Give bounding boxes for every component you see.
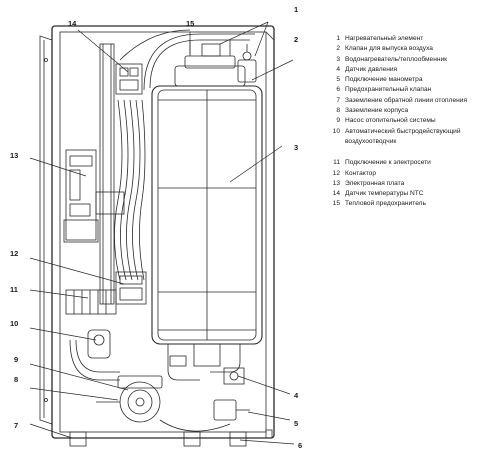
callouts: 1 2 3 4 5 6 7 8 9 10 11 12 13 14 15 (10, 5, 302, 450)
legend-item-number: 6 (336, 86, 340, 94)
legend-item: 14 Датчик температуры NTC (330, 189, 498, 199)
power-terminal-block (65, 289, 117, 315)
legend-item-number: 10 (332, 127, 340, 135)
legend-item-text: Датчик давления (345, 65, 398, 73)
legend-item-text: Клапан для выпуска воздуха (345, 45, 433, 53)
callout-13: 13 (10, 151, 18, 160)
legend-item: 6 Предохранительный клапан (330, 85, 498, 95)
legend-item-number: 3 (336, 55, 340, 63)
legend-item-text: Заземление обратной линии отопления (345, 96, 468, 104)
heating-element-flange (174, 40, 246, 87)
legend-item-number: 14 (332, 190, 340, 198)
air-vent-valve (237, 44, 257, 83)
contactor (115, 271, 147, 305)
legend-item: 4 Датчик давления (330, 65, 498, 75)
legend-item-number: 9 (336, 117, 340, 125)
legend-item: 7 Заземление обратной линии отопления (330, 96, 498, 106)
legend-item: 11 Подключение к электросети (330, 158, 498, 168)
callout-14: 14 (68, 19, 77, 28)
callout-10: 10 (10, 319, 18, 328)
legend-item: 12 Контактор (330, 169, 498, 179)
legend-item: 8 Заземление корпуса (330, 106, 498, 116)
legend-item-text: Подключение к электросети (345, 159, 431, 167)
legend-item: 3 Водонагреватель/теплообменник (330, 55, 498, 65)
callout-8: 8 (14, 375, 18, 384)
heat-exchanger-tank (151, 85, 263, 345)
legend-item: 10 Автоматический быстродействующий возду… (330, 127, 498, 148)
legend-item-text: Подключение манометра (345, 76, 423, 84)
legend-item: 15 Тепловой предохранитель (330, 199, 498, 209)
safety-valve (213, 399, 250, 421)
boiler-casing (39, 25, 275, 439)
legend-item-text: Датчик температуры NTC (345, 190, 424, 198)
legend-item-text: Автоматический быстродействующий воздухо… (345, 127, 461, 145)
top-pipes (119, 29, 255, 91)
legend-item-number: 15 (332, 200, 340, 208)
temperature-sensor-block (115, 63, 143, 95)
legend-item-text: Водонагреватель/теплообменник (345, 55, 448, 63)
cable-bundle (114, 99, 146, 281)
legend-item-number: 13 (332, 179, 340, 187)
callout-2: 2 (294, 35, 298, 44)
legend-item-number: 1 (336, 35, 340, 42)
legend-item-text: Контактор (345, 169, 377, 177)
legend: 1 Нагревательный элемент 2 Клапан для выпус… (330, 34, 498, 210)
legend-item-number: 4 (336, 65, 340, 73)
legend-item-number: 5 (336, 76, 340, 84)
legend-item-text: Насос отопительной системы (345, 117, 436, 125)
legend-item-text: Предохранительный клапан (345, 86, 432, 94)
din-rail (99, 43, 115, 305)
pump (96, 375, 163, 423)
legend-item: 5 Подключение манометра (330, 75, 498, 85)
legend-item: 13 Электронная плата (330, 179, 498, 189)
legend-item: 1 Нагревательный элемент (330, 34, 498, 44)
legend-item-number: 8 (336, 107, 340, 115)
callout-7: 7 (14, 421, 18, 430)
leader-lines (29, 21, 295, 445)
callout-5: 5 (294, 419, 298, 428)
legend-item: 9 Насос отопительной системы (330, 116, 498, 126)
legend-group-2: 11 Подключение к электросети 12 Контактор 13… (330, 158, 498, 209)
callout-6: 6 (298, 441, 302, 450)
legend-item-text: Электронная плата (345, 179, 405, 187)
legend-item-number: 12 (332, 169, 340, 177)
legend-item-text: Тепловой предохранитель (345, 200, 426, 208)
legend-item-text: Нагревательный элемент (345, 35, 424, 42)
bottom-fittings (69, 419, 247, 447)
legend-group-1: 1 Нагревательный элемент 2 Клапан для выпус… (330, 34, 498, 147)
callout-15: 15 (186, 19, 194, 28)
callout-4: 4 (294, 391, 299, 400)
callout-3: 3 (294, 143, 298, 152)
auto-air-vent (87, 329, 111, 359)
callout-11: 11 (10, 285, 18, 294)
legend-item: 2 Клапан для выпуска воздуха (330, 44, 498, 54)
legend-item-number: 2 (336, 45, 340, 53)
callout-1: 1 (294, 5, 298, 14)
callout-9: 9 (14, 355, 18, 364)
legend-item-number: 11 (333, 159, 340, 167)
legend-item-number: 7 (336, 96, 340, 104)
legend-item-text: Заземление корпуса (345, 107, 409, 115)
legend-gap (330, 147, 498, 158)
callout-12: 12 (10, 249, 18, 258)
pressure-sensor (223, 367, 245, 385)
lower-pipes (69, 339, 241, 381)
electronic-board (63, 149, 125, 243)
